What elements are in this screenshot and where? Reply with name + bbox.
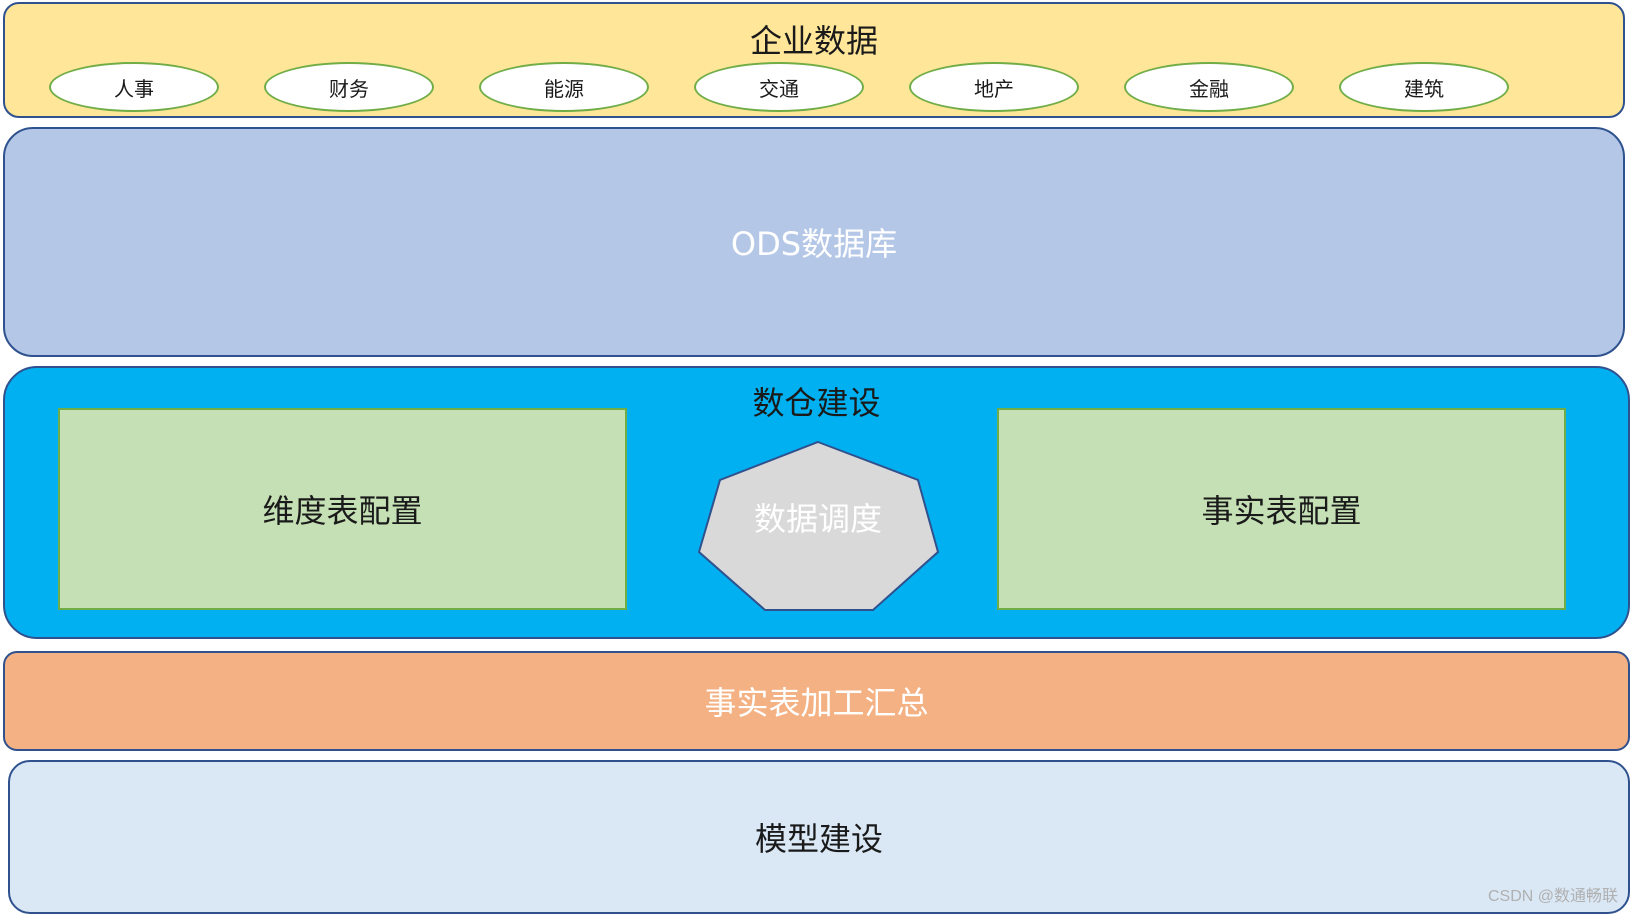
source-oval-energy: 能源 <box>479 62 649 112</box>
fact-table-config-box: 事实表配置 <box>997 408 1566 610</box>
source-oval-real-estate: 地产 <box>909 62 1079 112</box>
enterprise-data-layer: 企业数据 人事 财务 能源 交通 地产 金融 建筑 <box>3 2 1625 118</box>
model-build-layer: 模型建设 <box>8 760 1630 914</box>
heptagon-shape <box>697 440 940 611</box>
watermark: CSDN @数通畅联 <box>1487 888 1618 905</box>
ods-database-layer: ODS数据库 <box>3 127 1625 357</box>
warehouse-build-title: 数仓建设 <box>752 384 881 422</box>
model-build-label: 模型建设 <box>754 820 883 858</box>
source-oval-construction: 建筑 <box>1339 62 1509 112</box>
data-scheduling-label: 数据调度 <box>753 500 882 538</box>
data-source-list: 人事 财务 能源 交通 地产 金融 建筑 <box>49 62 1509 114</box>
data-scheduling-heptagon <box>697 440 940 611</box>
source-oval-transport: 交通 <box>694 62 864 112</box>
enterprise-data-title: 企业数据 <box>749 22 878 60</box>
source-oval-hr: 人事 <box>49 62 219 112</box>
warehouse-build-layer: 数仓建设 维度表配置 数据调度 事实表配置 <box>3 366 1630 639</box>
source-oval-finance: 财务 <box>264 62 434 112</box>
fact-aggregation-label: 事实表加工汇总 <box>704 684 929 722</box>
source-oval-financial: 金融 <box>1124 62 1294 112</box>
dimension-table-config-box: 维度表配置 <box>58 408 627 610</box>
ods-database-label: ODS数据库 <box>730 225 898 263</box>
fact-aggregation-layer: 事实表加工汇总 <box>3 651 1630 751</box>
